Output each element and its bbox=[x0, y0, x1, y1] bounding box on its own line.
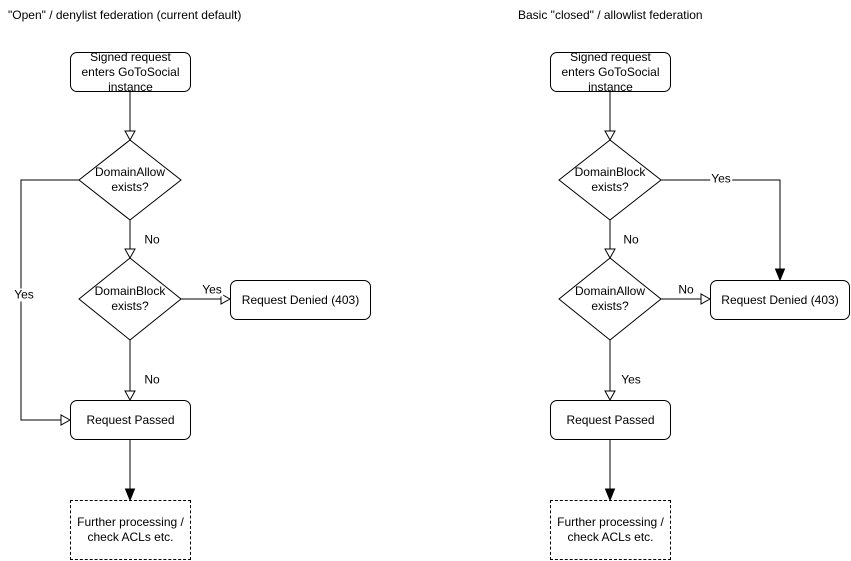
arrowhead-open-icon bbox=[60, 414, 72, 426]
node-request-denied: Request Denied (403) bbox=[230, 280, 371, 320]
diagram-title-right: Basic "closed" / allowlist federation bbox=[518, 8, 703, 22]
edge-decision1-yes bbox=[661, 179, 781, 269]
arrowhead-open-icon bbox=[220, 293, 232, 305]
edge-label-yes: Yes bbox=[201, 282, 223, 297]
arrowhead-open-icon bbox=[124, 130, 136, 142]
arrowhead-open-icon bbox=[124, 248, 136, 260]
edge-label-no: No bbox=[143, 372, 161, 387]
right-flow-edges bbox=[558, 92, 786, 502]
edge-label-yes: Yes bbox=[13, 287, 35, 302]
left-flow-edges bbox=[20, 92, 232, 502]
node-request-passed: Request Passed bbox=[550, 400, 671, 440]
arrowhead-open-icon bbox=[604, 390, 616, 402]
arrowhead-open-icon bbox=[604, 248, 616, 260]
node-further-processing: Further processing / check ACLs etc. bbox=[550, 500, 671, 560]
decision-diamond-domainblock bbox=[78, 257, 182, 341]
edge-label-yes: Yes bbox=[710, 171, 732, 186]
decision-diamond-domainblock bbox=[558, 139, 662, 221]
decision-diamond-domainallow bbox=[558, 257, 662, 341]
arrowhead-filled-icon bbox=[774, 268, 786, 282]
decision-diamond-domainallow bbox=[78, 139, 182, 221]
arrowhead-open-icon bbox=[604, 130, 616, 142]
arrowhead-open-icon bbox=[700, 293, 712, 305]
edge-label-no: No bbox=[622, 232, 640, 247]
arrowhead-filled-icon bbox=[604, 488, 616, 502]
node-request-passed: Request Passed bbox=[70, 400, 191, 440]
node-request-denied: Request Denied (403) bbox=[710, 280, 850, 320]
arrowhead-open-icon bbox=[124, 390, 136, 402]
node-start: Signed request enters GoToSocial instanc… bbox=[550, 50, 671, 94]
edge-label-no: No bbox=[677, 282, 695, 297]
node-further-processing: Further processing / check ACLs etc. bbox=[70, 500, 191, 560]
diagram-title-left: "Open" / denylist federation (current de… bbox=[8, 8, 242, 22]
edge-label-no: No bbox=[143, 232, 161, 247]
arrowhead-filled-icon bbox=[124, 488, 136, 502]
edge-label-yes: Yes bbox=[620, 372, 642, 387]
node-start: Signed request enters GoToSocial instanc… bbox=[70, 50, 191, 94]
